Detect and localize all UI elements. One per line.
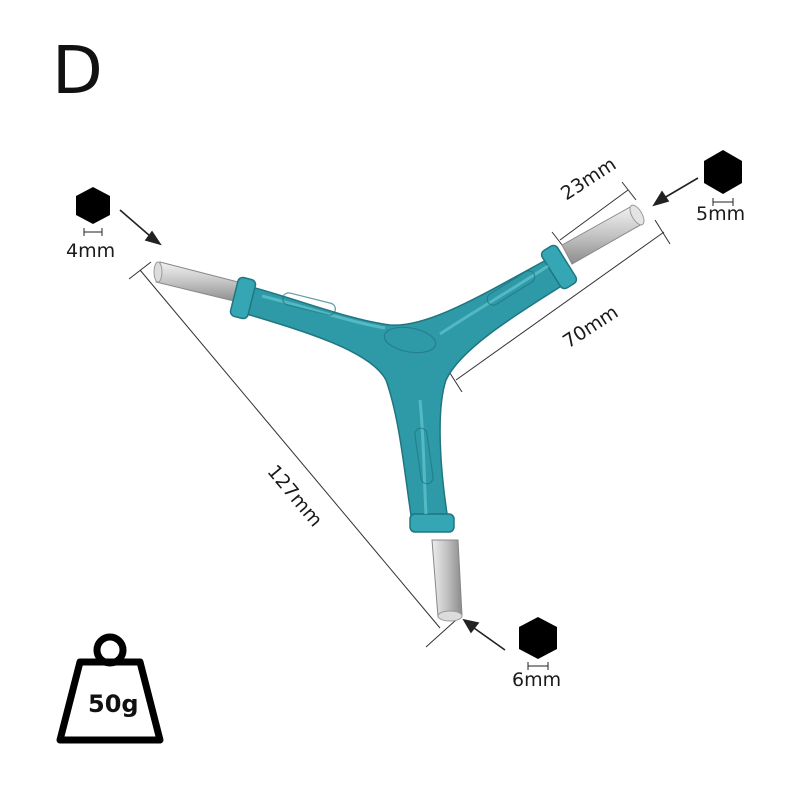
weight-label: 50g — [88, 690, 139, 718]
hex-bit-5mm — [561, 204, 645, 265]
hex-bit-6mm — [431, 539, 463, 622]
hex-size-label: 6mm — [512, 669, 562, 691]
y-handle — [229, 244, 578, 533]
hex-bit-4mm — [153, 261, 243, 303]
hexagon-icon — [519, 617, 557, 670]
pointer-arrows — [119, 177, 699, 651]
hex-size-label: 4mm — [66, 240, 116, 262]
hex-size-label: 5mm — [696, 203, 746, 225]
hexagon-icon — [704, 150, 742, 206]
dimension-lines — [128, 181, 671, 648]
hexagon-icon — [76, 187, 110, 236]
variant-letter: D — [52, 32, 103, 109]
handle-embossing — [282, 270, 536, 485]
overall-length-line — [139, 269, 441, 629]
bit-length-line — [559, 189, 629, 241]
weight-icon — [56, 633, 164, 744]
arm-length-line — [455, 231, 665, 381]
